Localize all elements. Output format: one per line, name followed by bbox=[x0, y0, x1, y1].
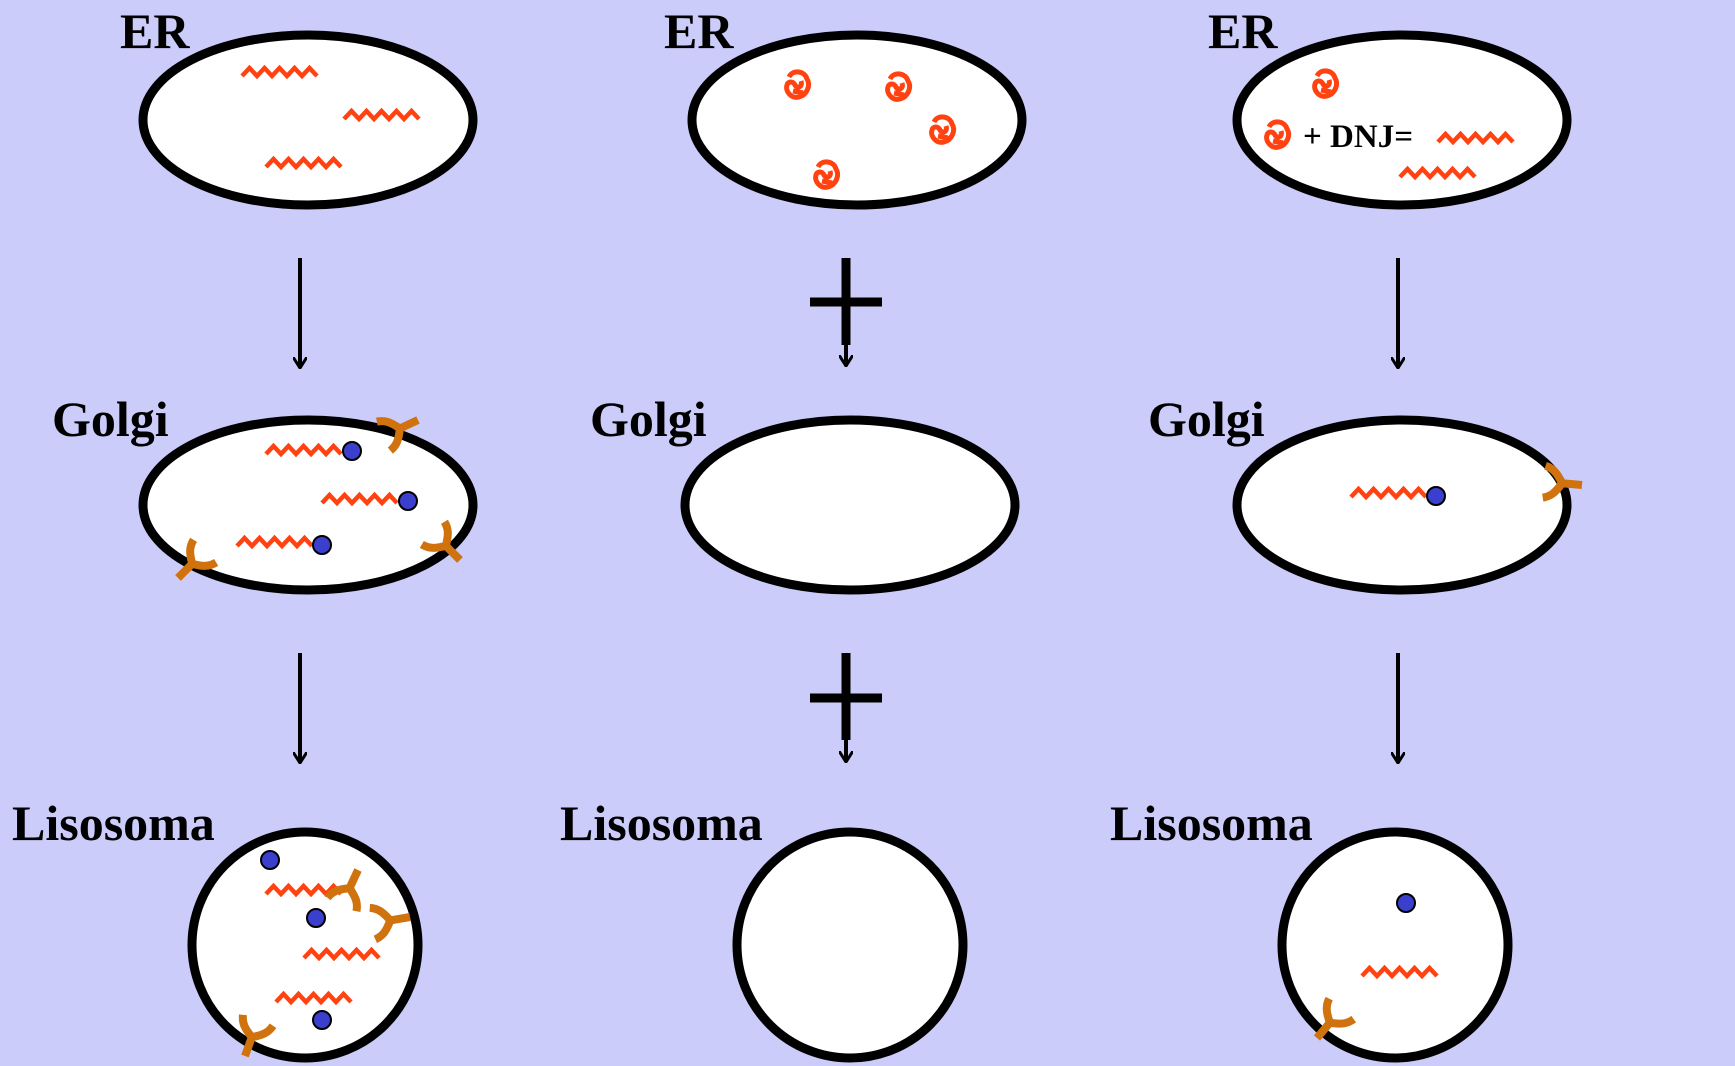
dnj-equation-label: + DNJ= bbox=[1303, 119, 1413, 155]
lysosome-label: Lisosoma bbox=[560, 795, 763, 851]
column-dnj-rescued: ER + DNJ= Golgi Lisosoma bbox=[1110, 3, 1583, 1063]
lysosome-organelle bbox=[732, 827, 968, 1063]
golgi-organelle bbox=[1232, 415, 1572, 595]
ligand-dot-icon bbox=[260, 850, 280, 870]
er-organelle bbox=[138, 30, 478, 210]
lysosome-label: Lisosoma bbox=[12, 795, 215, 851]
blocked-arrow-icon bbox=[810, 653, 882, 762]
er-label: ER bbox=[1208, 3, 1278, 59]
blocked-arrow-icon bbox=[810, 258, 882, 366]
ligand-dot-icon bbox=[342, 441, 362, 461]
golgi-label: Golgi bbox=[52, 391, 169, 447]
column-normal: ER Golgi Lisosoma bbox=[12, 3, 478, 1063]
lysosome-organelle bbox=[187, 827, 423, 1063]
golgi-label: Golgi bbox=[590, 391, 707, 447]
lysosome-label: Lisosoma bbox=[1110, 795, 1313, 851]
ligand-dot-icon bbox=[312, 1010, 332, 1030]
er-organelle bbox=[687, 30, 1027, 210]
golgi-organelle bbox=[680, 415, 1020, 595]
ligand-dot-icon bbox=[1426, 486, 1446, 506]
lysosome-organelle bbox=[1277, 827, 1513, 1063]
column-misfolded-blocked: ER Golgi Lisosoma bbox=[560, 3, 1027, 1063]
er-label: ER bbox=[120, 3, 190, 59]
ligand-dot-icon bbox=[306, 908, 326, 928]
ligand-dot-icon bbox=[398, 491, 418, 511]
er-label: ER bbox=[664, 3, 734, 59]
golgi-organelle bbox=[138, 415, 478, 595]
golgi-label: Golgi bbox=[1148, 391, 1265, 447]
ligand-dot-icon bbox=[312, 535, 332, 555]
ligand-dot-icon bbox=[1396, 893, 1416, 913]
er-organelle bbox=[1232, 30, 1572, 210]
